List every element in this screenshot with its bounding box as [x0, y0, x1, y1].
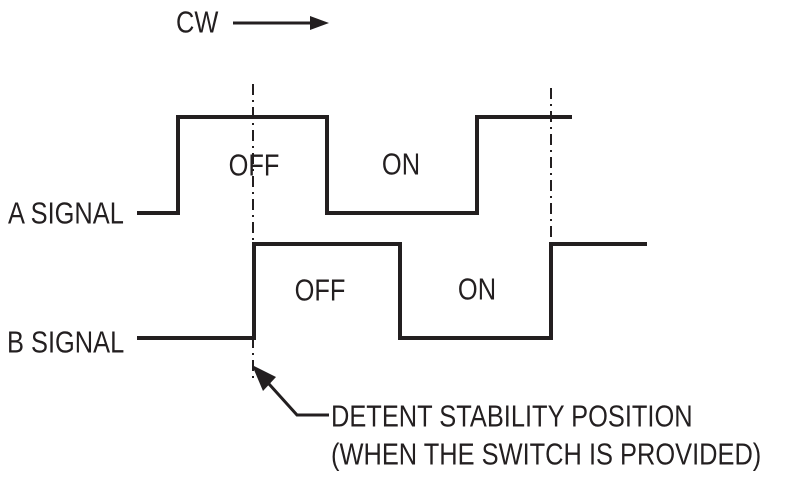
- cw-direction-label: CW: [176, 4, 219, 40]
- a-signal-on-state-label: ON: [381, 146, 421, 182]
- a-signal-off-state-label: OFF: [228, 147, 280, 183]
- b-signal-on-state-label: ON: [457, 271, 497, 307]
- b-signal-waveform: [137, 242, 647, 340]
- detent-annotation-line1: DETENT STABILITY POSITION: [331, 398, 693, 434]
- detent-annotation-line2: (WHEN THE SWITCH IS PROVIDED): [331, 436, 762, 472]
- cw-arrow-icon: [233, 16, 329, 30]
- a-signal-waveform: [137, 115, 572, 215]
- detent-pointer-arrow-icon: [252, 365, 329, 417]
- detent-pointer-shaft: [258, 372, 329, 417]
- b-signal-label: B SIGNAL: [7, 324, 125, 360]
- cw-arrow-head: [310, 16, 329, 30]
- detent-pointer-head: [252, 365, 276, 391]
- b-signal-off-state-label: OFF: [294, 272, 346, 308]
- a-signal-label: A SIGNAL: [8, 195, 124, 231]
